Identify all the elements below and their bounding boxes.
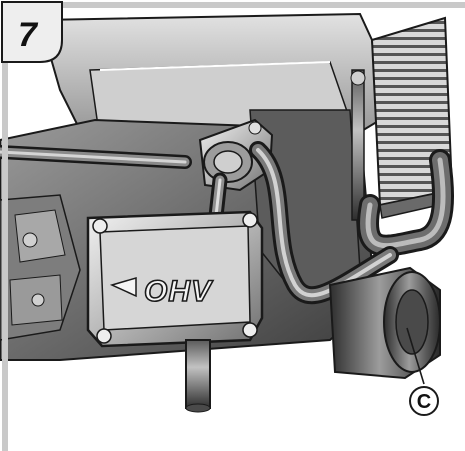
callout-circle — [409, 386, 439, 416]
valve-cover-brand: OHV — [144, 275, 214, 308]
callout-leader-line — [406, 327, 425, 385]
fuel-pump — [198, 118, 274, 192]
callout-label: C — [417, 391, 431, 413]
rear-hoses — [0, 145, 454, 257]
oil-filter — [328, 266, 441, 380]
brand-logo-icon — [109, 277, 137, 298]
step-badge: 7 — [1, 1, 63, 63]
valve-cover: OHV — [86, 210, 264, 348]
mounting-rod — [350, 69, 366, 221]
step-number: 7 — [18, 16, 39, 54]
callout-c: C — [406, 327, 439, 416]
dipstick-tube — [185, 339, 211, 413]
